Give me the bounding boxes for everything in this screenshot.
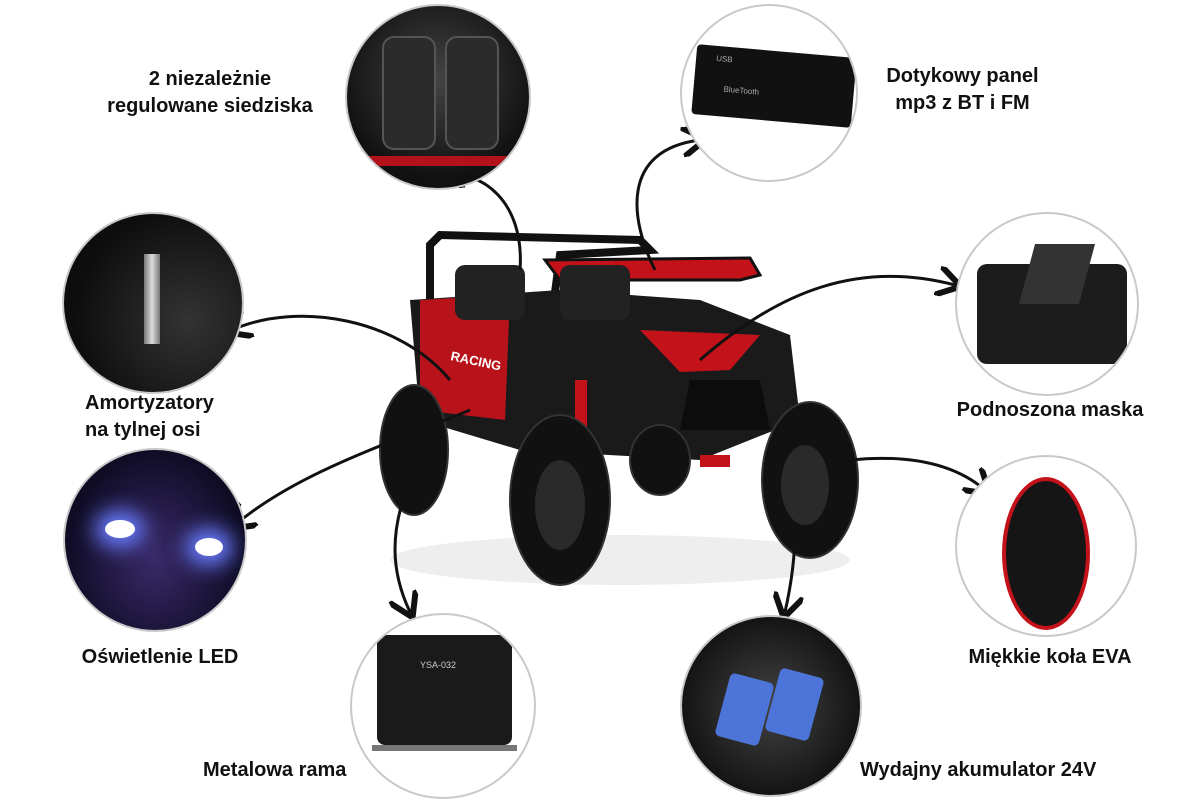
seats-label-line2: regulowane siedziska [107, 95, 313, 117]
mp3-label: Dotykowy panel mp3 z BT i FM [850, 63, 1075, 117]
hood-label: Podnoszona maska [930, 397, 1170, 424]
usb-text: USB [715, 53, 733, 65]
shocks-label: Amortyzatory na tylnej osi [85, 390, 214, 444]
shock-absorber-photo [62, 212, 244, 394]
battery-label-line1: Wydajny akumulator 24V [860, 759, 1097, 781]
shocks-label-line2: na tylnej osi [85, 419, 201, 441]
wheels-label: Miękkie koła EVA [930, 644, 1170, 671]
led-label: Oświetlenie LED [40, 644, 280, 671]
seats-label-line1: 2 niezależnie [148, 68, 272, 90]
mp3-label-line1: Dotykowy panel [886, 65, 1039, 87]
seats-label: 2 niezależnie regulowane siedziska [80, 66, 340, 120]
frame-label-line1: Metalowa rama [203, 759, 347, 781]
led-lights-photo [63, 448, 247, 632]
frame-photo: YSA-032 [350, 613, 536, 799]
wheels-label-line1: Miękkie koła EVA [968, 646, 1132, 668]
wheels-photo [955, 455, 1137, 637]
bluetooth-text: BlueTooth [723, 84, 760, 97]
hood-label-line1: Podnoszona maska [956, 399, 1144, 421]
shocks-label-line1: Amortyzatory [85, 392, 214, 414]
mp3-label-line2: mp3 z BT i FM [895, 92, 1030, 114]
battery-photo [680, 615, 862, 797]
battery-label: Wydajny akumulator 24V [860, 757, 1096, 784]
hood-photo [955, 212, 1139, 396]
frame-label: Metalowa rama [203, 757, 346, 784]
led-label-line1: Oświetlenie LED [81, 646, 239, 668]
mp3-panel-photo: USB BlueTooth [680, 4, 858, 182]
plate-text: YSA-032 [420, 660, 457, 670]
seats-photo [345, 4, 531, 190]
